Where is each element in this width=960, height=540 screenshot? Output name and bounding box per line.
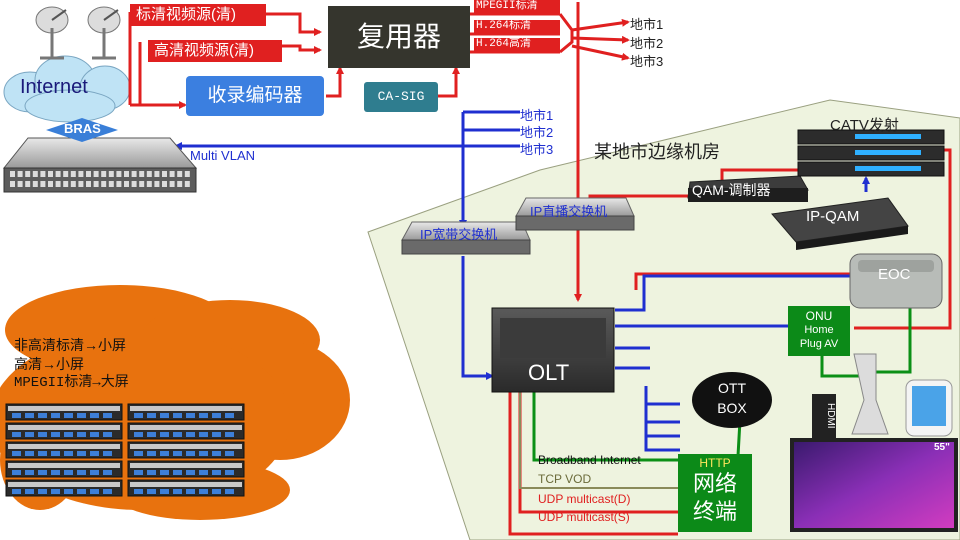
ip-qam-device	[771, 197, 909, 250]
television	[790, 438, 958, 532]
ott-box-device	[692, 372, 772, 428]
sd-source-label: 标清视频源(清)	[130, 4, 266, 26]
tcp-vod-line	[519, 392, 680, 489]
smartphone	[905, 379, 953, 437]
storage-note-3: MPEGII标清→大屏	[14, 375, 129, 391]
city-top-2: 地市2	[630, 36, 664, 51]
http-line-3: 终端	[692, 499, 737, 524]
http-line-1: HTTP	[699, 456, 731, 470]
onu-box: ONU Home Plug AV	[788, 306, 850, 356]
storage-note-1: 非高清标清→小屏	[14, 337, 126, 353]
tv-badge: 55"	[934, 442, 950, 453]
satellite-dish-icon	[87, 6, 121, 60]
city-mid-1: 地市1	[520, 108, 554, 123]
city-mid-2: 地市2	[520, 125, 554, 140]
bras-diamond	[46, 118, 118, 142]
city-top-1: 地市1	[630, 17, 664, 32]
ca-sig-box: CA-SIG	[364, 82, 438, 112]
stream-label-h264-sd: H.264标清	[474, 20, 560, 33]
service-udp-s: UDP multicast(S)	[538, 510, 630, 524]
olt-label: OLT	[528, 360, 570, 385]
onu-line-3: Plug AV	[799, 338, 839, 350]
olt-rack	[491, 307, 615, 393]
internet-label: Internet	[20, 76, 88, 98]
qam-modulator-label: QAM-调制器	[692, 182, 771, 198]
ott-line-2: BOX	[717, 400, 747, 416]
room-title: 某地市边缘机房	[594, 142, 720, 162]
ip-qam-label: IP-QAM	[806, 208, 860, 225]
qam-modulator-device	[687, 175, 809, 202]
http-terminal-box: HTTP 网络 终端	[678, 454, 752, 532]
ip-live-switch-label: IP直播交换机	[530, 204, 608, 219]
stream-label-mpeg2: MPEGII标清	[474, 0, 560, 13]
storage-notes: 非高清标清→小屏 高清→小屏 MPEGII标清→大屏	[14, 336, 129, 393]
onu-line-1: ONU	[805, 309, 833, 323]
ip-broadband-switch-device	[401, 221, 531, 255]
catv-transmitter-stack	[797, 129, 945, 177]
catv-label: CATV发射	[830, 117, 899, 134]
eoc-label: EOC	[878, 266, 911, 283]
hdmi-label: HDMI	[812, 394, 836, 438]
ott-box-label: OTT BOX	[708, 378, 756, 418]
satellite-dish-icon	[35, 6, 69, 60]
onu-line-2: Home	[804, 324, 834, 336]
hd-source-label: 高清视频源(清)	[148, 40, 282, 62]
city-top-3: 地市3	[630, 54, 664, 69]
ott-line-1: OTT	[718, 380, 746, 396]
http-line-2: 网络	[692, 471, 737, 496]
eoc-device	[849, 253, 943, 309]
storage-note-2: 高清→小屏	[14, 356, 84, 372]
stream-label-h264-hd: H.264高清	[474, 38, 560, 51]
encoder-box: 收录编码器	[186, 76, 324, 116]
ip-broadband-switch-label: IP宽带交换机	[420, 227, 498, 242]
multi-vlan-label: Multi VLAN	[190, 148, 256, 163]
multiplexer-box: 复用器	[328, 6, 470, 68]
bras-label: BRAS	[64, 121, 101, 136]
service-broadband: Broadband Internet	[538, 453, 641, 467]
stb-stand	[851, 353, 889, 435]
city-mid-3: 地市3	[520, 142, 554, 157]
internet-cloud	[3, 55, 131, 123]
ip-live-switch-device	[515, 197, 635, 231]
service-tcp-vod: TCP VOD	[538, 472, 592, 486]
service-udp-d: UDP multicast(D)	[538, 492, 631, 506]
